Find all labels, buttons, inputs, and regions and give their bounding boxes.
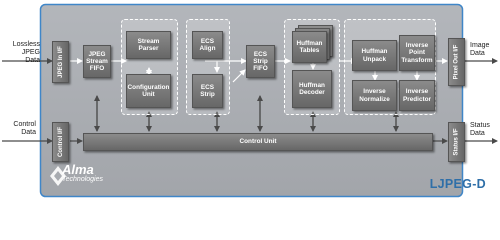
logo-graphic: [50, 166, 66, 186]
label-status-data: Status Data: [470, 122, 490, 138]
inverse-normalize-block: Inverse Normalize: [352, 80, 397, 111]
control-unit-block: Control Unit: [83, 133, 433, 151]
ecs-strip-block: ECS Strip: [192, 74, 223, 108]
huffman-unpack-block: Huffman Unpack: [352, 40, 397, 71]
configuration-unit-block: Configuration Unit: [126, 74, 171, 108]
logo-name: Alma: [62, 162, 94, 177]
ecs-strip-fifo-block: ECS Strip FIFO: [246, 45, 275, 78]
inverse-point-transform-block: Inverse Point Transform: [399, 35, 435, 71]
label-image-data: Image Data: [470, 42, 490, 58]
label-control-data: Control Data: [13, 121, 36, 137]
label-lossless-jpeg-data: Lossless JPEG Data: [12, 41, 40, 65]
product-title: LJPEG-D: [429, 177, 486, 191]
stream-parser-block: Stream Parser: [126, 31, 171, 59]
ecs-align-block: ECS Align: [192, 31, 223, 59]
huffman-tables-block: Huffman Tables: [292, 31, 327, 63]
inverse-predictor-block: Inverse Predictor: [399, 80, 435, 111]
control-interface: Control I/F: [52, 122, 69, 162]
logo-sub: Technologies: [62, 176, 103, 183]
huffman-decoder-block: Huffman Decoder: [292, 70, 332, 108]
alma-logo: Alma Technologies: [62, 163, 103, 183]
jpeg-in-interface: JPEG In I/F: [52, 41, 69, 83]
status-interface: Status I/F: [448, 122, 465, 162]
pixel-out-interface: Pixel Out I/F: [448, 38, 465, 86]
jpeg-stream-fifo-block: JPEG Stream FIFO: [83, 45, 111, 78]
